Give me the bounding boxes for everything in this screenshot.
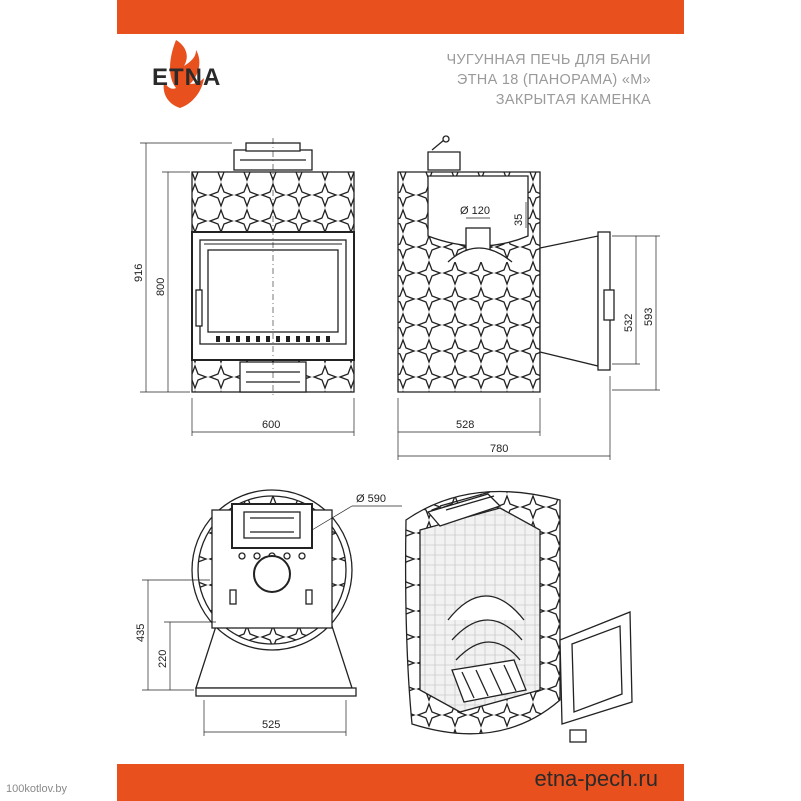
dim-top-width: 525 [262,719,280,731]
isometric-cutaway [404,490,633,743]
footer-website-link[interactable]: etna-pech.ru [534,766,658,791]
dim-side-depth: 528 [456,419,474,431]
dim-front-total-height: 916 [133,264,145,282]
dim-front-body-height: 800 [155,278,167,296]
source-watermark: 100kotlov.by [6,783,67,795]
top-view [142,489,402,736]
side-view [397,135,660,460]
dim-door-total-height: 593 [643,308,655,326]
title-line-1: ЧУГУННАЯ ПЕЧЬ ДЛЯ БАНИ [446,52,651,68]
front-view [140,138,355,436]
dim-top-offset: 435 [135,624,147,642]
brand-logo-text: ETNA [152,64,222,91]
product-title: ЧУГУННАЯ ПЕЧЬ ДЛЯ БАНИ ЭТНА 18 (ПАНОРАМА… [446,50,651,110]
dim-chimney-offset: 35 [513,214,525,226]
title-line-2: ЭТНА 18 (ПАНОРАМА) «М» [456,72,651,88]
dim-top-diameter: Ø 590 [356,493,386,505]
dim-front-width: 600 [262,419,280,431]
bottom-accent-band [117,764,684,801]
dim-side-total-depth: 780 [490,443,508,455]
dim-door-height: 532 [623,314,635,332]
dim-top-offset-small: 220 [157,650,169,668]
dim-chimney-diameter: Ø 120 [460,205,490,217]
title-line-3: ЗАКРЫТАЯ КАМЕНКА [495,92,651,108]
top-accent-band [117,0,684,34]
